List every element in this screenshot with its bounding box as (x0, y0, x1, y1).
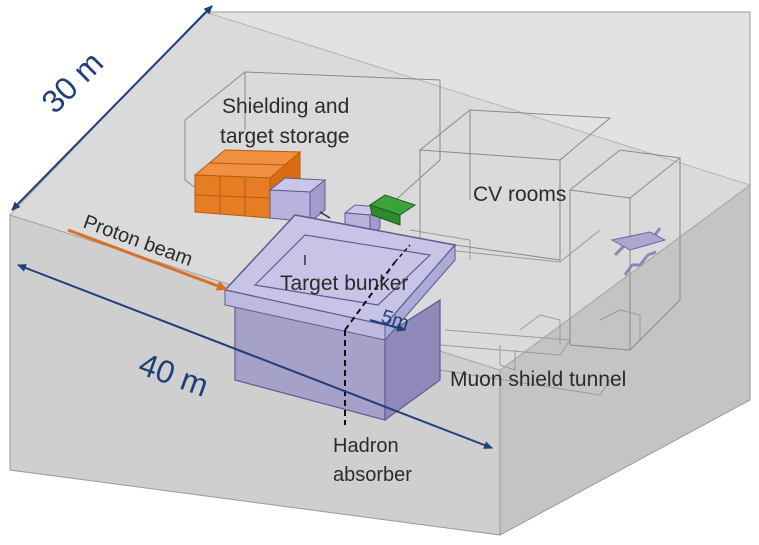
depth-dimension-label: 30 m (34, 44, 110, 120)
cv-equipment (368, 194, 417, 226)
absorber-label: absorber (333, 464, 412, 486)
depth-dimension-arrow (11, 5, 213, 211)
hadron-label: Hadron (333, 435, 399, 457)
proton-beam-arrow (67, 228, 228, 291)
muon-shield-tunnel-label: Muon shield tunnel (450, 368, 626, 391)
cv-rooms-label: CV rooms (473, 183, 566, 206)
shielding-label-line2: target storage (220, 125, 350, 148)
internal-wireframe (184, 71, 682, 396)
target-bunker-label: Target bunker (280, 272, 408, 295)
storage-box (268, 177, 327, 224)
shielding-label-line1: Shielding and (222, 95, 349, 118)
bunker-offset-arrow (369, 319, 406, 332)
shielding-blocks (193, 149, 302, 220)
length-dimension-arrow (17, 264, 493, 449)
staircase (610, 227, 667, 276)
